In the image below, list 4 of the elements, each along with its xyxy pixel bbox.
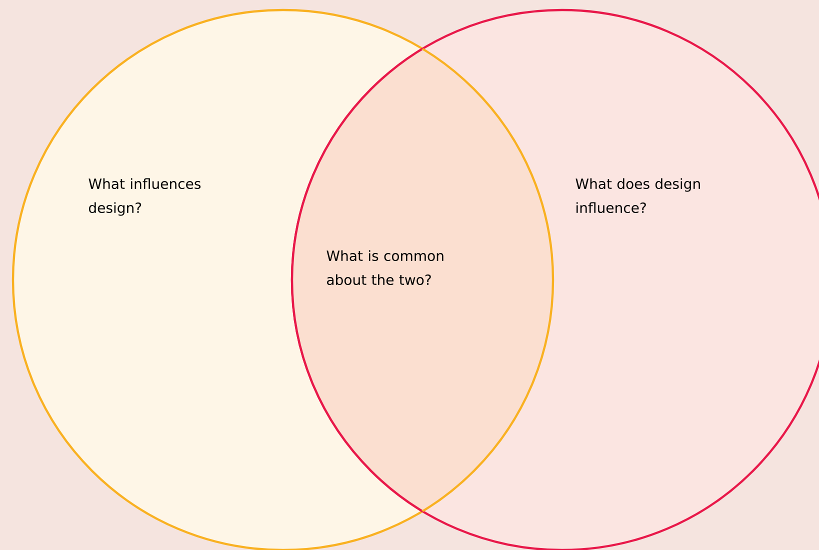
overlap-label: What is common about the two? — [326, 250, 444, 286]
venn-circle — [290, 8, 819, 550]
circle-label: What does design influence? — [576, 178, 700, 214]
circle-label: What influences design? — [88, 178, 201, 216]
